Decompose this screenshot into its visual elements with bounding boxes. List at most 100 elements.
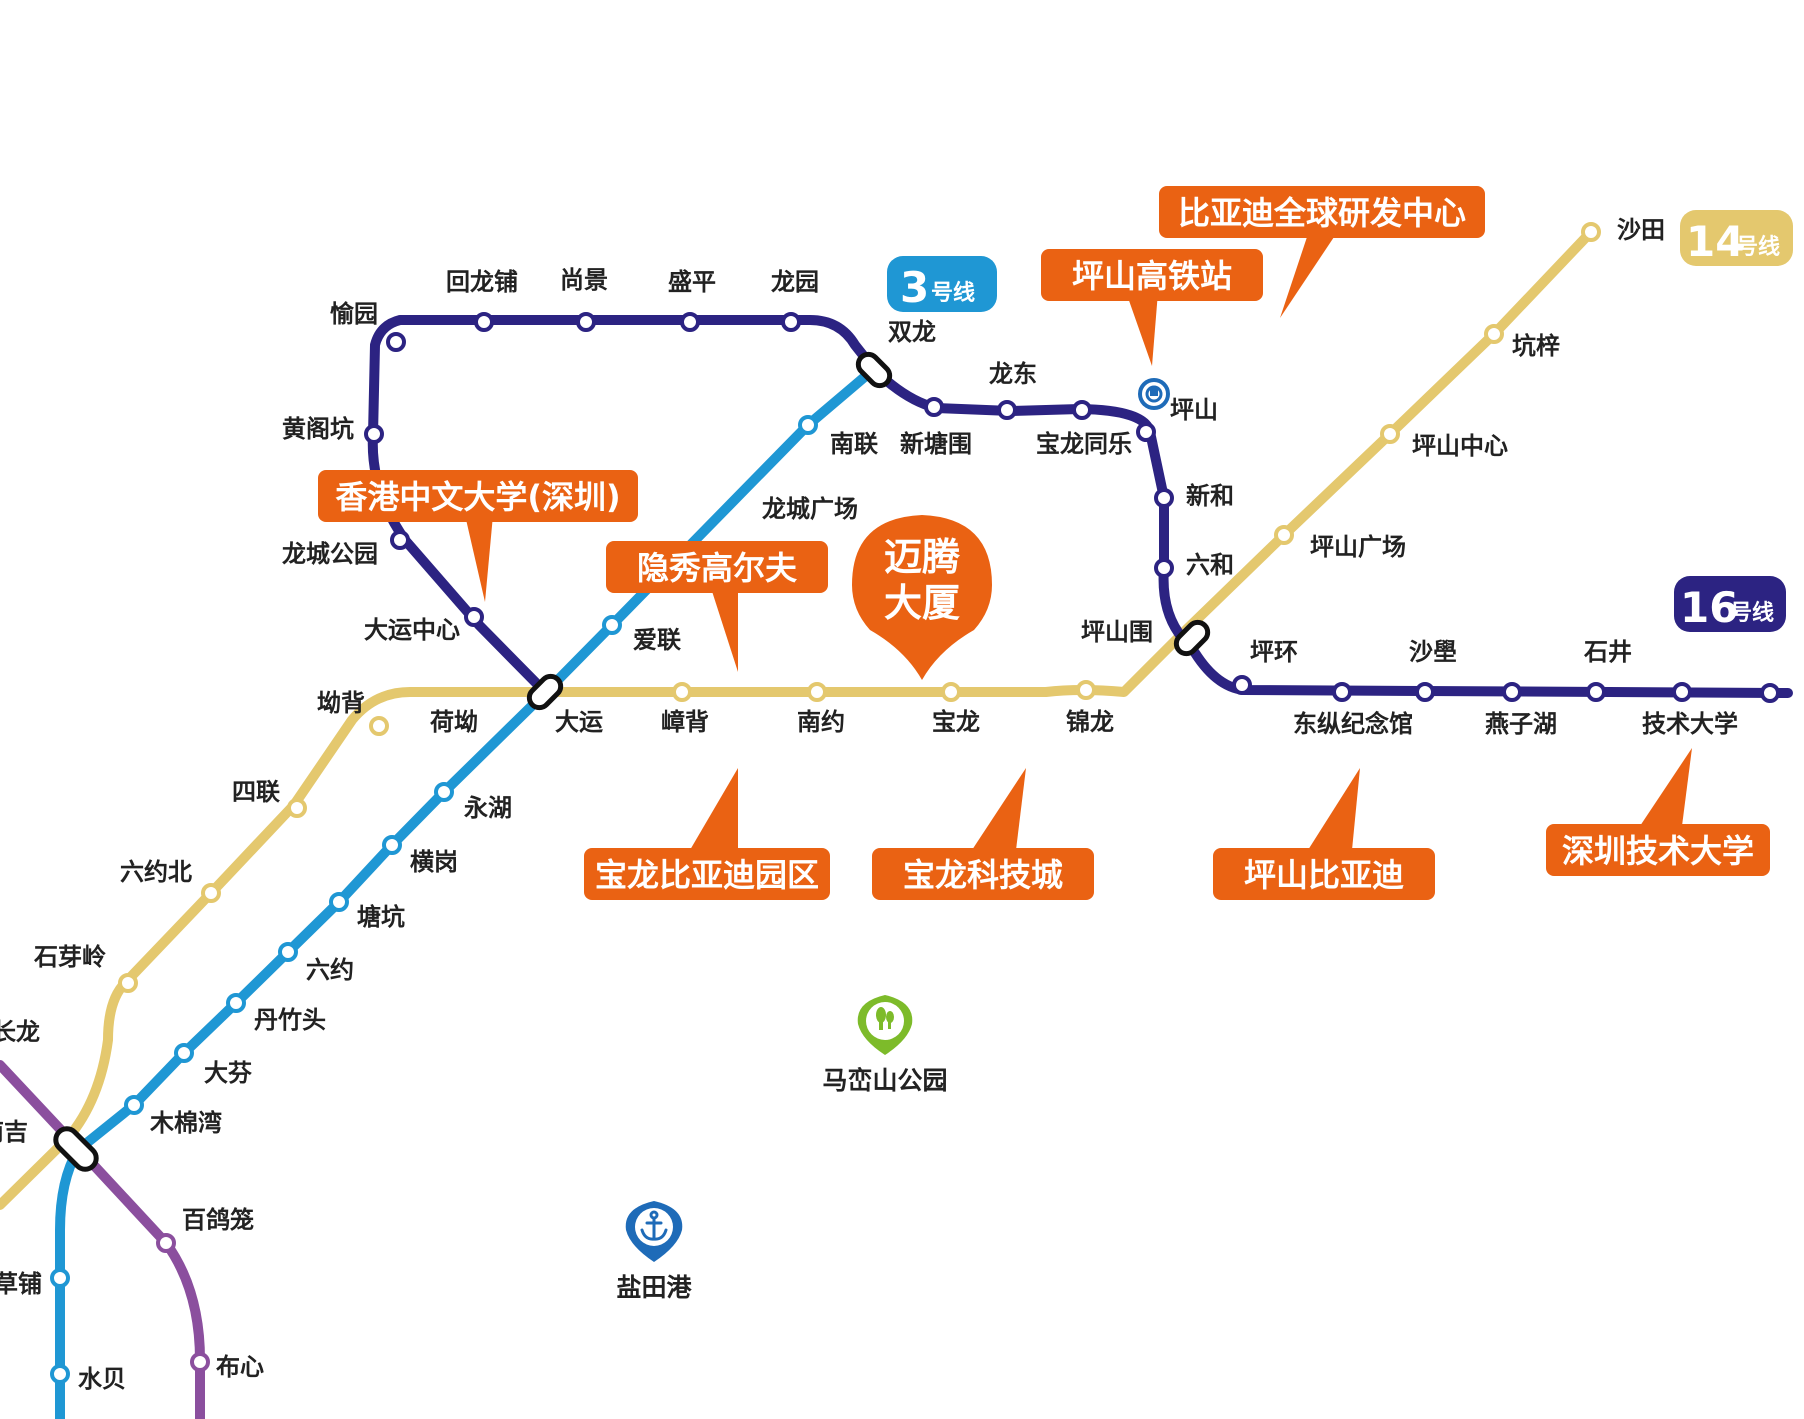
line-3-badge[interactable]: 3 号线 — [887, 256, 997, 312]
station-dot-jishudaxue[interactable] — [1672, 682, 1692, 702]
station-label-shijing[interactable]: 石井 — [1583, 638, 1632, 666]
station-dot-nanyue[interactable] — [807, 682, 827, 702]
callout-baolong-byd[interactable]: 宝龙比亚迪园区 — [584, 768, 830, 900]
station-dot-baolongtongle[interactable] — [1072, 400, 1092, 420]
station-dot-dafen[interactable] — [174, 1043, 194, 1063]
station-label-dayun[interactable]: 大运 — [555, 708, 603, 736]
station-dot-huilongpu[interactable] — [474, 312, 494, 332]
station-dot-silian[interactable] — [287, 798, 307, 818]
station-dot-dongzongjinianguan[interactable] — [1332, 682, 1352, 702]
station-dot-longyuan[interactable] — [781, 312, 801, 332]
station-label-zhangbei[interactable]: 嶂背 — [661, 708, 709, 736]
station-label-huilongpu[interactable]: 回龙铺 — [446, 268, 518, 296]
station-label-huanggekeng[interactable]: 黄阁坑 — [282, 415, 354, 443]
station-label-nanji[interactable]: 南吉 — [0, 1118, 28, 1146]
station-label-baolong[interactable]: 宝龙 — [932, 708, 980, 736]
station-label-pingshan[interactable]: 坪山 — [1170, 396, 1218, 424]
station-dot-baolong[interactable] — [941, 682, 961, 702]
station-label-buxin[interactable]: 布心 — [216, 1353, 264, 1381]
station-dot-aobei[interactable] — [369, 716, 389, 736]
station-dot-buxin[interactable] — [190, 1352, 210, 1372]
station-dot-pingshan[interactable] — [1136, 422, 1156, 442]
station-label-kengzi[interactable]: 坑梓 — [1512, 332, 1560, 360]
station-dot-longdong[interactable] — [997, 400, 1017, 420]
station-dot-end16[interactable] — [1760, 683, 1780, 703]
station-dot-shalei[interactable] — [1415, 682, 1435, 702]
poi-malanshan[interactable]: 马峦山公园 — [822, 995, 948, 1095]
station-dot-tangkeng[interactable] — [329, 892, 349, 912]
station-dot-danzhutou[interactable] — [226, 993, 246, 1013]
focus-location-marker[interactable]: 迈腾 大厦 — [852, 515, 992, 680]
station-label-liuyuebei[interactable]: 六约北 — [120, 858, 192, 886]
station-label-changlong[interactable]: 长龙 — [0, 1018, 40, 1046]
station-label-pingshanzhongxin[interactable]: 坪山中心 — [1412, 432, 1508, 460]
station-dot-shatian[interactable] — [1581, 222, 1601, 242]
station-label-baolongtongle[interactable]: 宝龙同乐 — [1036, 430, 1132, 458]
station-dot-nanlian[interactable] — [798, 415, 818, 435]
station-label-ailian[interactable]: 爱联 — [633, 626, 681, 654]
station-label-pinghuan[interactable]: 坪环 — [1250, 638, 1298, 666]
station-label-shalei[interactable]: 沙壆 — [1409, 638, 1457, 666]
station-dot-shijing[interactable] — [1586, 682, 1606, 702]
station-label-aobei[interactable]: 坳背 — [317, 689, 365, 717]
station-label-dongzongjinianguan[interactable]: 东纵纪念馆 — [1293, 710, 1413, 738]
station-dot-zhangbei[interactable] — [672, 682, 692, 702]
station-dot-shiyaling[interactable] — [118, 973, 138, 993]
station-label-dafen[interactable]: 大芬 — [204, 1059, 252, 1087]
line-14-badge[interactable]: 14 号线 — [1680, 210, 1793, 266]
station-label-silian[interactable]: 四联 — [232, 778, 280, 806]
station-dot-dayunzhongxin[interactable] — [464, 607, 484, 627]
station-label-yanzihu[interactable]: 燕子湖 — [1485, 710, 1557, 738]
station-dot-xinhe[interactable] — [1154, 488, 1174, 508]
station-label-xintangwei[interactable]: 新塘围 — [900, 430, 972, 458]
station-label-shangjing[interactable]: 尚景 — [560, 266, 608, 294]
callout-yinxiu[interactable]: 隐秀高尔夫 — [606, 541, 828, 672]
station-label-longdong[interactable]: 龙东 — [989, 360, 1037, 388]
station-dot-pinghuan[interactable] — [1232, 675, 1252, 695]
station-dot-jinlong[interactable] — [1076, 680, 1096, 700]
station-dot-longchenggongyuan[interactable] — [390, 530, 410, 550]
callout-byd-rd[interactable]: 比亚迪全球研发中心 — [1159, 186, 1485, 318]
station-label-longchenggongyuan[interactable]: 龙城公园 — [282, 540, 378, 568]
station-dot-caopu[interactable] — [50, 1268, 70, 1288]
station-dot-ailian[interactable] — [602, 615, 622, 635]
station-label-longyuan[interactable]: 龙园 — [771, 268, 819, 296]
station-label-jishudaxue[interactable]: 技术大学 — [1642, 710, 1738, 738]
station-dot-xintangwei[interactable] — [924, 397, 944, 417]
station-dot-yanzihu[interactable] — [1502, 682, 1522, 702]
station-label-shengping[interactable]: 盛平 — [668, 268, 716, 296]
station-label-shiyaling[interactable]: 石芽岭 — [33, 943, 106, 971]
station-label-caopu[interactable]: 草铺 — [0, 1270, 42, 1298]
station-label-shatian[interactable]: 沙田 — [1617, 216, 1665, 244]
station-dot-shuibei[interactable] — [50, 1364, 70, 1384]
transfer-nanji[interactable] — [51, 1124, 100, 1173]
callout-sztu[interactable]: 深圳技术大学 — [1546, 748, 1770, 876]
station-label-dayunzhongxin[interactable]: 大运中心 — [364, 616, 460, 644]
station-dot-liuyuebei[interactable] — [201, 883, 221, 903]
station-label-nanlian[interactable]: 南联 — [830, 430, 878, 458]
station-dot-shengping[interactable] — [680, 312, 700, 332]
station-label-mumianwan[interactable]: 木棉湾 — [149, 1109, 222, 1137]
station-dot-pingshanguangchang[interactable] — [1274, 525, 1294, 545]
transfer-pingshanwei[interactable] — [1172, 618, 1212, 658]
station-dot-liuhe[interactable] — [1154, 558, 1174, 578]
station-dot-yonghu[interactable] — [434, 782, 454, 802]
callout-baolong-tech[interactable]: 宝龙科技城 — [872, 768, 1094, 900]
line-16-badge[interactable]: 16 号线 — [1674, 576, 1786, 632]
station-label-nanyue[interactable]: 南约 — [797, 708, 845, 736]
station-dot-shangjing[interactable] — [576, 312, 596, 332]
station-label-yonghu[interactable]: 永湖 — [464, 794, 512, 822]
station-dot-baigelong[interactable] — [156, 1233, 176, 1253]
station-label-liuhe[interactable]: 六和 — [1186, 551, 1234, 579]
poi-yantian-port[interactable]: 盐田港 — [616, 1201, 692, 1302]
callout-pingshan-byd[interactable]: 坪山比亚迪 — [1213, 768, 1435, 900]
callout-pingshan-hsr[interactable]: 坪山高铁站 — [1041, 249, 1263, 366]
station-label-baigelong[interactable]: 百鸽笼 — [182, 1206, 254, 1234]
station-dot-liuyue[interactable] — [278, 942, 298, 962]
station-dot-pingshanzhongxin[interactable] — [1380, 424, 1400, 444]
transfer-shuanglong[interactable] — [854, 350, 894, 390]
transfer-dayun[interactable] — [525, 672, 565, 712]
station-label-pingshanguangchang[interactable]: 坪山广场 — [1310, 533, 1406, 561]
station-dot-huanggekeng[interactable] — [364, 424, 384, 444]
station-label-shuibei[interactable]: 水贝 — [78, 1365, 126, 1393]
